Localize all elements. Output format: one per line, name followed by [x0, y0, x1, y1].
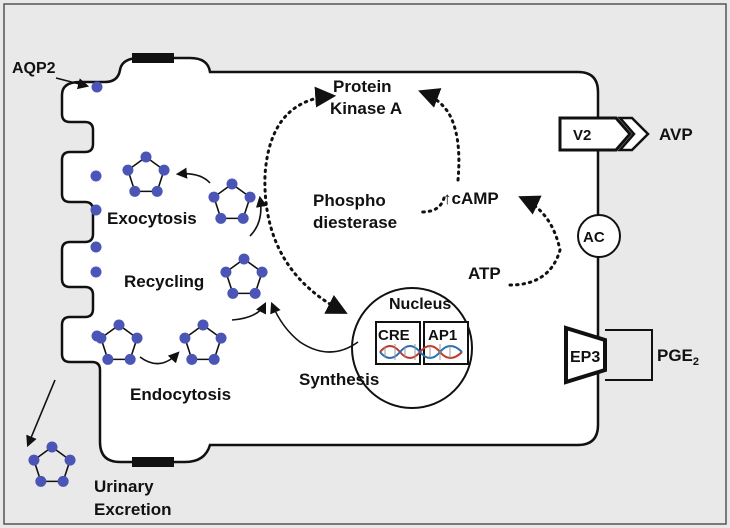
- camp-to-phosphodiesterase-link: [420, 196, 446, 214]
- aqp2-label: AQP2: [12, 60, 56, 77]
- pka-to-nucleus-arrow: [263, 86, 348, 314]
- endocytosis-arrow: [139, 351, 180, 365]
- phosphodiesterase-label-line1: Phospho: [313, 191, 386, 210]
- v2-receptor: [558, 116, 650, 152]
- avp-label: AVP: [659, 125, 693, 144]
- ep3-label: EP3: [570, 349, 600, 366]
- tight-junction-top: [132, 53, 174, 63]
- v2-label: V2: [573, 127, 591, 144]
- pge-subscript: 2: [693, 356, 699, 368]
- urinary-label-line2: Excretion: [94, 500, 171, 519]
- endocytosis-label: Endocytosis: [130, 385, 231, 404]
- vesicle-exocytosis-top: [122, 151, 170, 197]
- vesicle-endocytosis-left: [95, 319, 143, 365]
- aqp2-vesicles: [28, 151, 268, 487]
- exocytosis-arrow: [175, 167, 211, 184]
- camp-to-pka-arrow: [418, 88, 461, 182]
- adenylyl-cyclase: [577, 214, 621, 258]
- recycling-arrow: [249, 195, 267, 237]
- dna-helix-icon: [379, 344, 463, 360]
- urinary-label-line1: Urinary: [94, 477, 154, 496]
- camp-label: ↑cAMP: [443, 189, 499, 208]
- vesicle-recycling: [220, 253, 268, 299]
- protein-kinase-label-line1: Protein: [333, 77, 392, 96]
- vesicle-urinary-excretion: [28, 441, 76, 487]
- exocytosis-label: Exocytosis: [107, 209, 197, 228]
- synthesis-label: Synthesis: [299, 370, 379, 389]
- aqp2-pointer-arrow: [55, 77, 90, 90]
- recycling-label: Recycling: [124, 272, 204, 291]
- pge2-ligand: [605, 329, 653, 381]
- atp-to-camp-arrow: [508, 195, 562, 287]
- atp-label: ATP: [468, 264, 501, 283]
- synthesis-arrow: [270, 301, 359, 353]
- cre-label: CRE: [378, 327, 410, 344]
- trafficking-arrows: [26, 77, 359, 448]
- tight-junction-bottom: [132, 457, 174, 467]
- membrane-aqp2-channels: [90, 81, 103, 342]
- signaling-pathways: [263, 86, 562, 314]
- ac-label: AC: [583, 229, 605, 246]
- nucleus-label: Nucleus: [389, 296, 451, 313]
- protein-kinase-label-line2: Kinase A: [330, 99, 402, 118]
- pge-label: PGE2: [657, 346, 699, 368]
- ep3-receptor: [564, 325, 607, 385]
- endocytic-recycling-arrow: [231, 301, 267, 321]
- vesicle-endocytosis-right: [179, 319, 227, 365]
- phosphodiesterase-label-line2: diesterase: [313, 213, 397, 232]
- urinary-excretion-arrow: [26, 379, 56, 448]
- ap1-label: AP1: [428, 327, 457, 344]
- vesicle-exocytosis: [208, 178, 256, 224]
